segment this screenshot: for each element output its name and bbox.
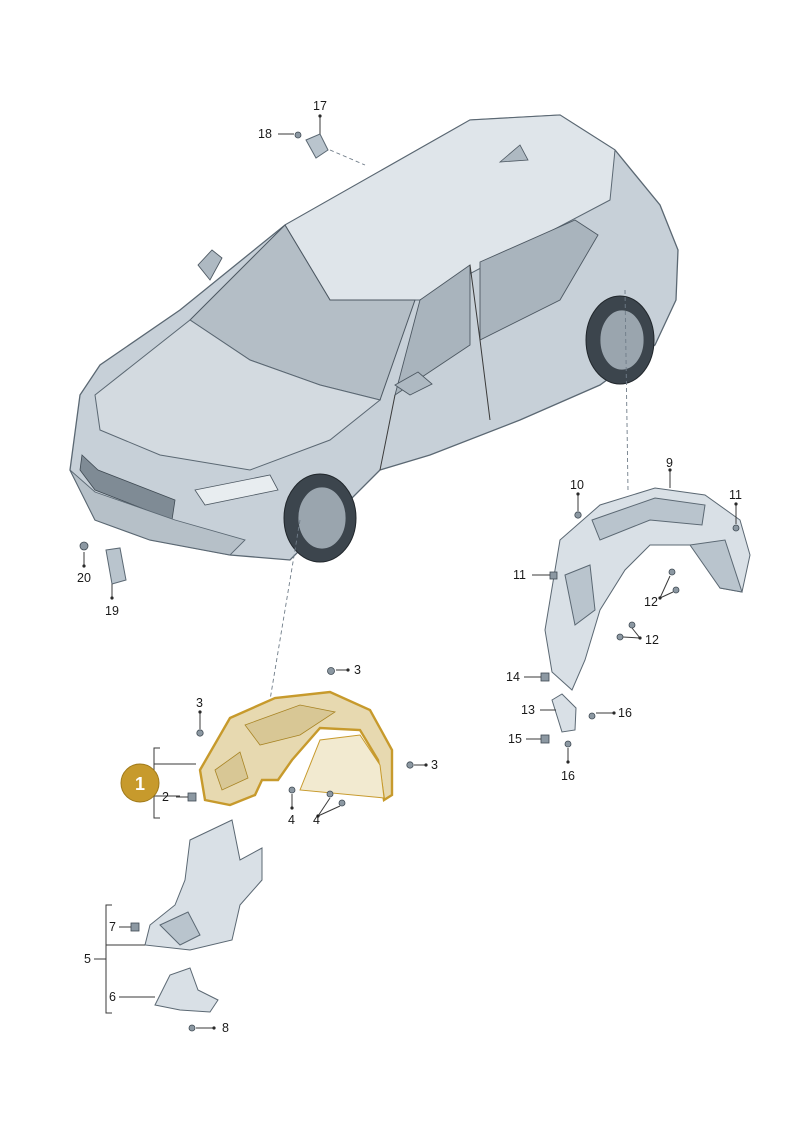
label-18: 18 bbox=[258, 127, 272, 141]
car-illustration bbox=[69, 114, 679, 563]
label-7: 7 bbox=[109, 920, 116, 934]
label-12b: 12 bbox=[645, 633, 659, 647]
label-20: 20 bbox=[77, 571, 91, 585]
rear-wheel-housing-liner bbox=[544, 487, 751, 733]
label-4a: 4 bbox=[288, 813, 295, 827]
rear-liner-bracket bbox=[551, 693, 577, 733]
label-3b: 3 bbox=[354, 663, 361, 677]
badge-1-label: 1 bbox=[135, 774, 145, 794]
rear-liner-callouts: 9 10 11 11 12 12 14 13 bbox=[506, 456, 742, 783]
label-19: 19 bbox=[105, 604, 119, 618]
label-17: 17 bbox=[313, 99, 327, 113]
label-13: 13 bbox=[521, 703, 535, 717]
label-6: 6 bbox=[109, 990, 116, 1004]
label-11a: 11 bbox=[513, 568, 526, 582]
front-bracket-group: 20 19 bbox=[77, 541, 127, 618]
roof-clip-group: 17 18 bbox=[258, 99, 329, 159]
front-underbody-panels: 5 7 6 8 bbox=[84, 819, 263, 1035]
label-3a: 3 bbox=[196, 696, 203, 710]
rear-wheel-connector bbox=[624, 289, 629, 491]
label-14: 14 bbox=[506, 670, 520, 684]
label-11b: 11 bbox=[729, 488, 742, 502]
label-16b: 16 bbox=[561, 769, 575, 783]
label-9: 9 bbox=[666, 456, 673, 470]
label-16a: 16 bbox=[618, 706, 632, 720]
callout-badge-1: 1 bbox=[120, 763, 160, 803]
lower-deflector bbox=[154, 967, 219, 1013]
label-10: 10 bbox=[570, 478, 584, 492]
label-15: 15 bbox=[508, 732, 522, 746]
front-wheel-housing-liner bbox=[198, 690, 394, 807]
front-bracket bbox=[105, 547, 127, 585]
roof-clip bbox=[305, 133, 329, 159]
label-12a: 12 bbox=[644, 595, 658, 609]
front-spoiler-panel bbox=[144, 819, 263, 951]
label-4b: 4 bbox=[313, 813, 320, 827]
front-liner-callouts: 2 3 3 3 4 4 bbox=[153, 663, 438, 827]
label-5: 5 bbox=[84, 952, 91, 966]
front-wheel-connector bbox=[269, 519, 301, 701]
label-3c: 3 bbox=[431, 758, 438, 772]
label-2: 2 bbox=[162, 790, 169, 804]
roof-connector bbox=[329, 149, 366, 166]
label-8: 8 bbox=[222, 1021, 229, 1035]
